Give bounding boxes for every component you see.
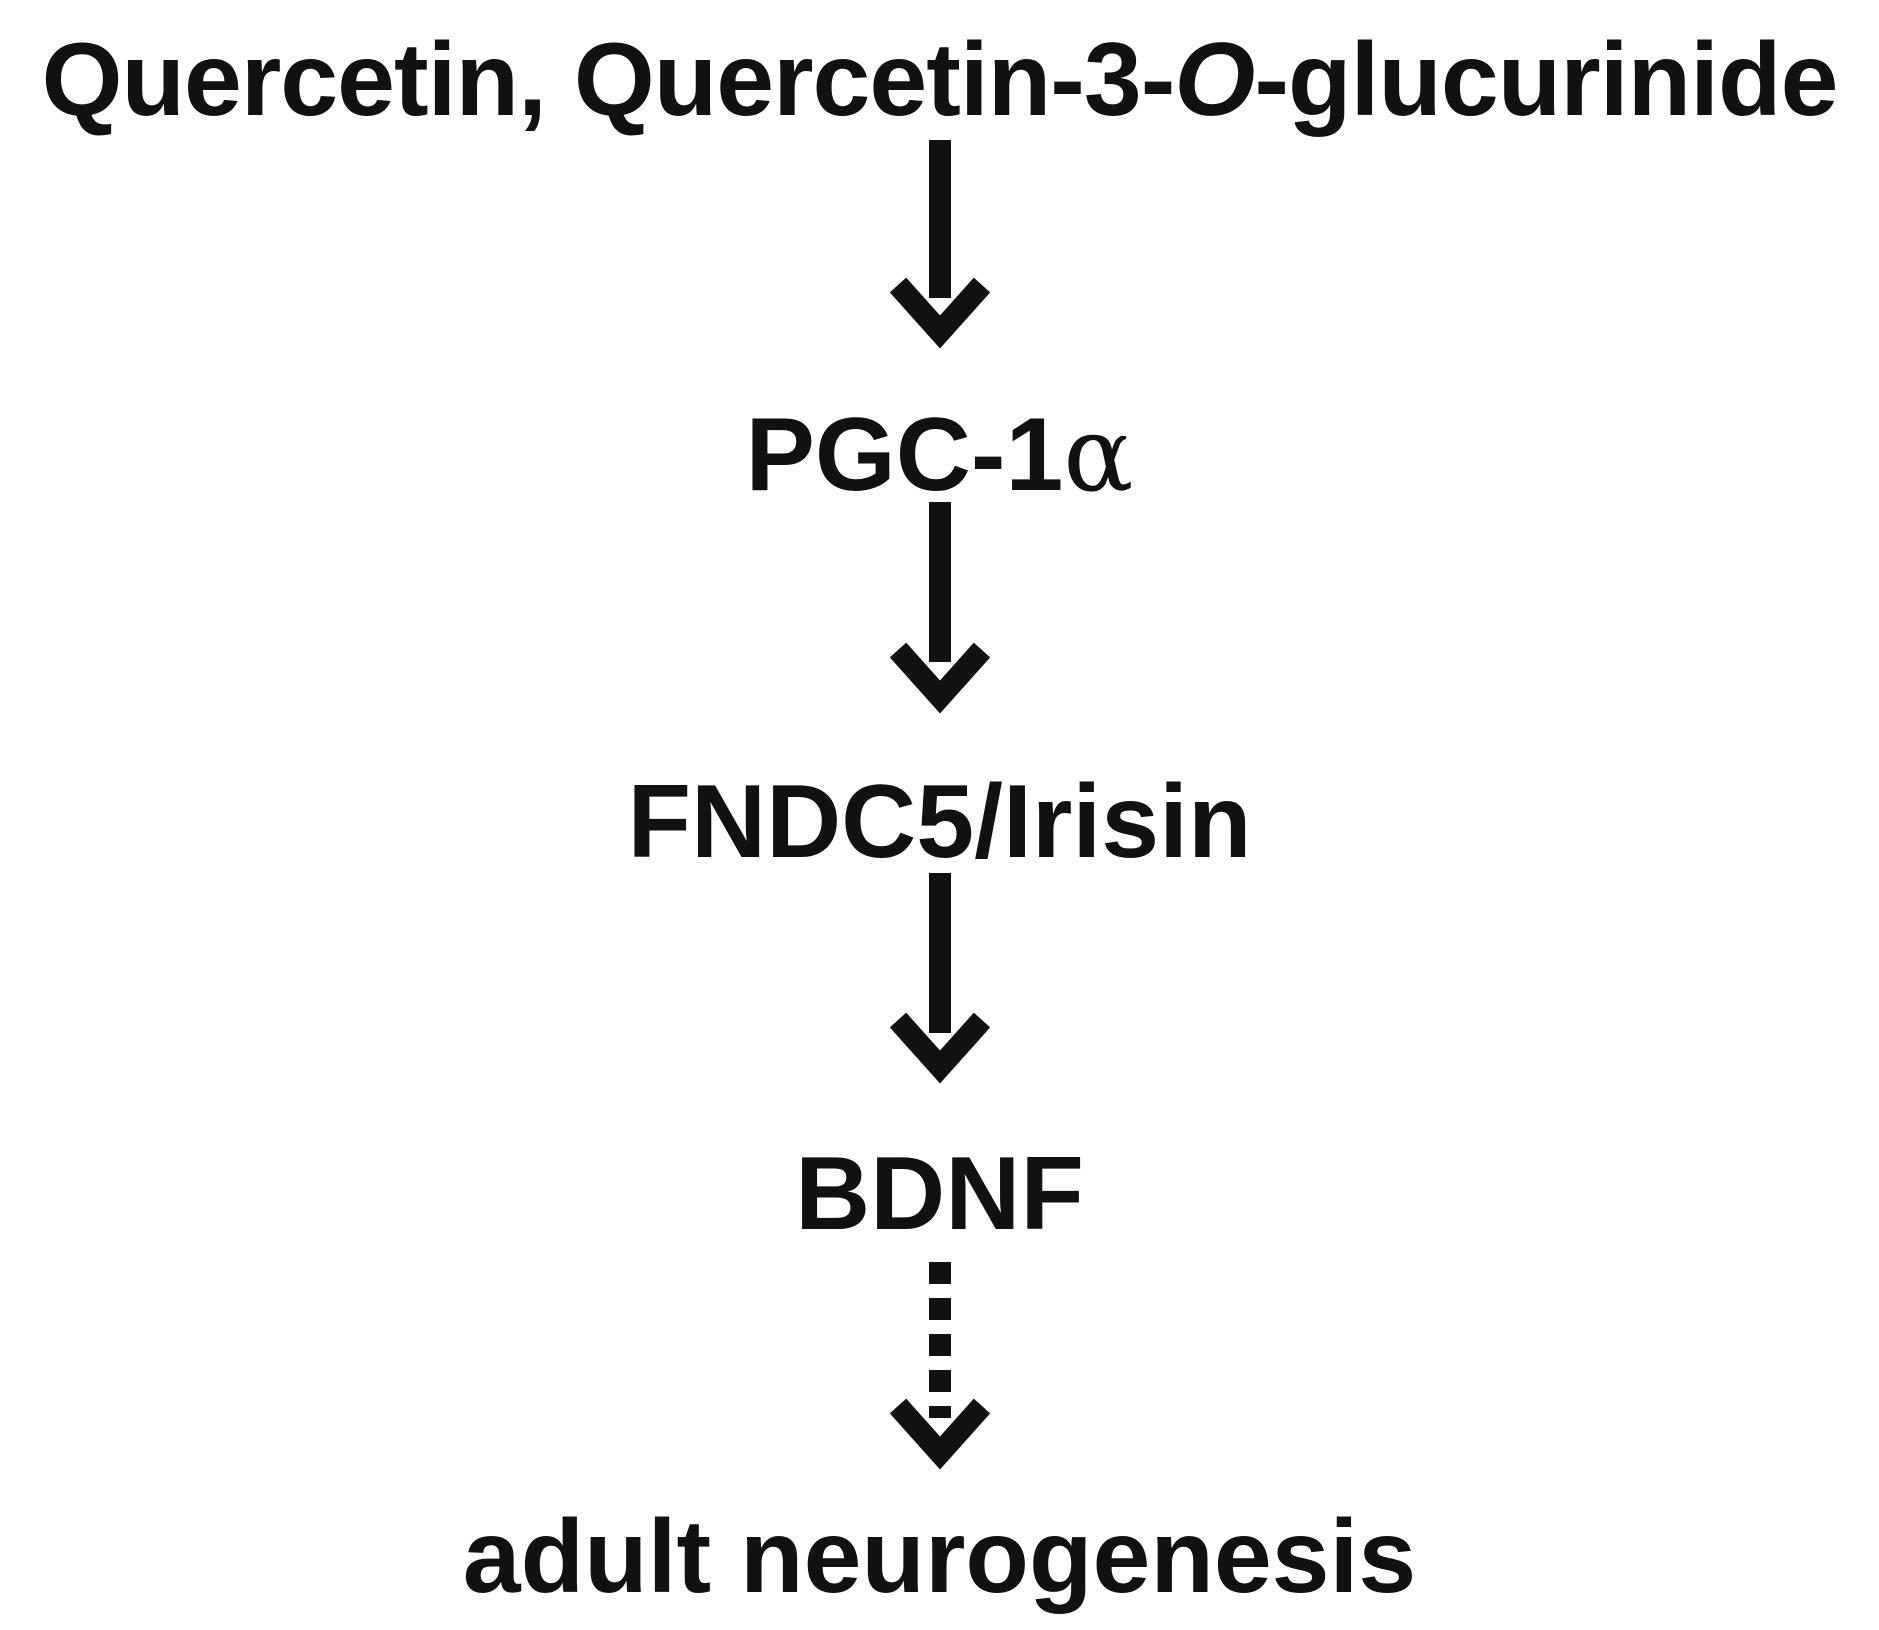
arrow-pgc-to-fndc5 xyxy=(889,502,991,714)
node-fndc5-irisin: FNDC5/Irisin xyxy=(0,770,1879,874)
node-pgc-1alpha: PGC-1α xyxy=(0,402,1879,507)
arrow-quercetin-to-pgc xyxy=(889,140,991,349)
arrow-bdnf-to-neurogenesis-dashed xyxy=(889,1262,991,1470)
node-bdnf: BDNF xyxy=(0,1142,1879,1246)
node-quercetin: Quercetin, Quercetin-3-O-glucurinide xyxy=(0,28,1879,132)
node-adult-neurogenesis: adult neurogenesis xyxy=(0,1505,1879,1609)
arrow-fndc5-to-bdnf xyxy=(889,873,991,1084)
node-quercetin-label-italic: O xyxy=(1174,22,1255,138)
node-quercetin-label-part-c: -glucurinide xyxy=(1254,22,1838,138)
node-pgc-alpha-symbol: α xyxy=(1063,393,1134,515)
node-quercetin-label-part-a: Quercetin, Quercetin-3- xyxy=(41,22,1176,138)
node-fndc5-label: FNDC5/Irisin xyxy=(627,764,1252,880)
node-bdnf-label: BDNF xyxy=(795,1136,1084,1252)
node-pgc-label: PGC-1 xyxy=(745,397,1064,513)
node-neurogenesis-label: adult neurogenesis xyxy=(462,1499,1417,1615)
